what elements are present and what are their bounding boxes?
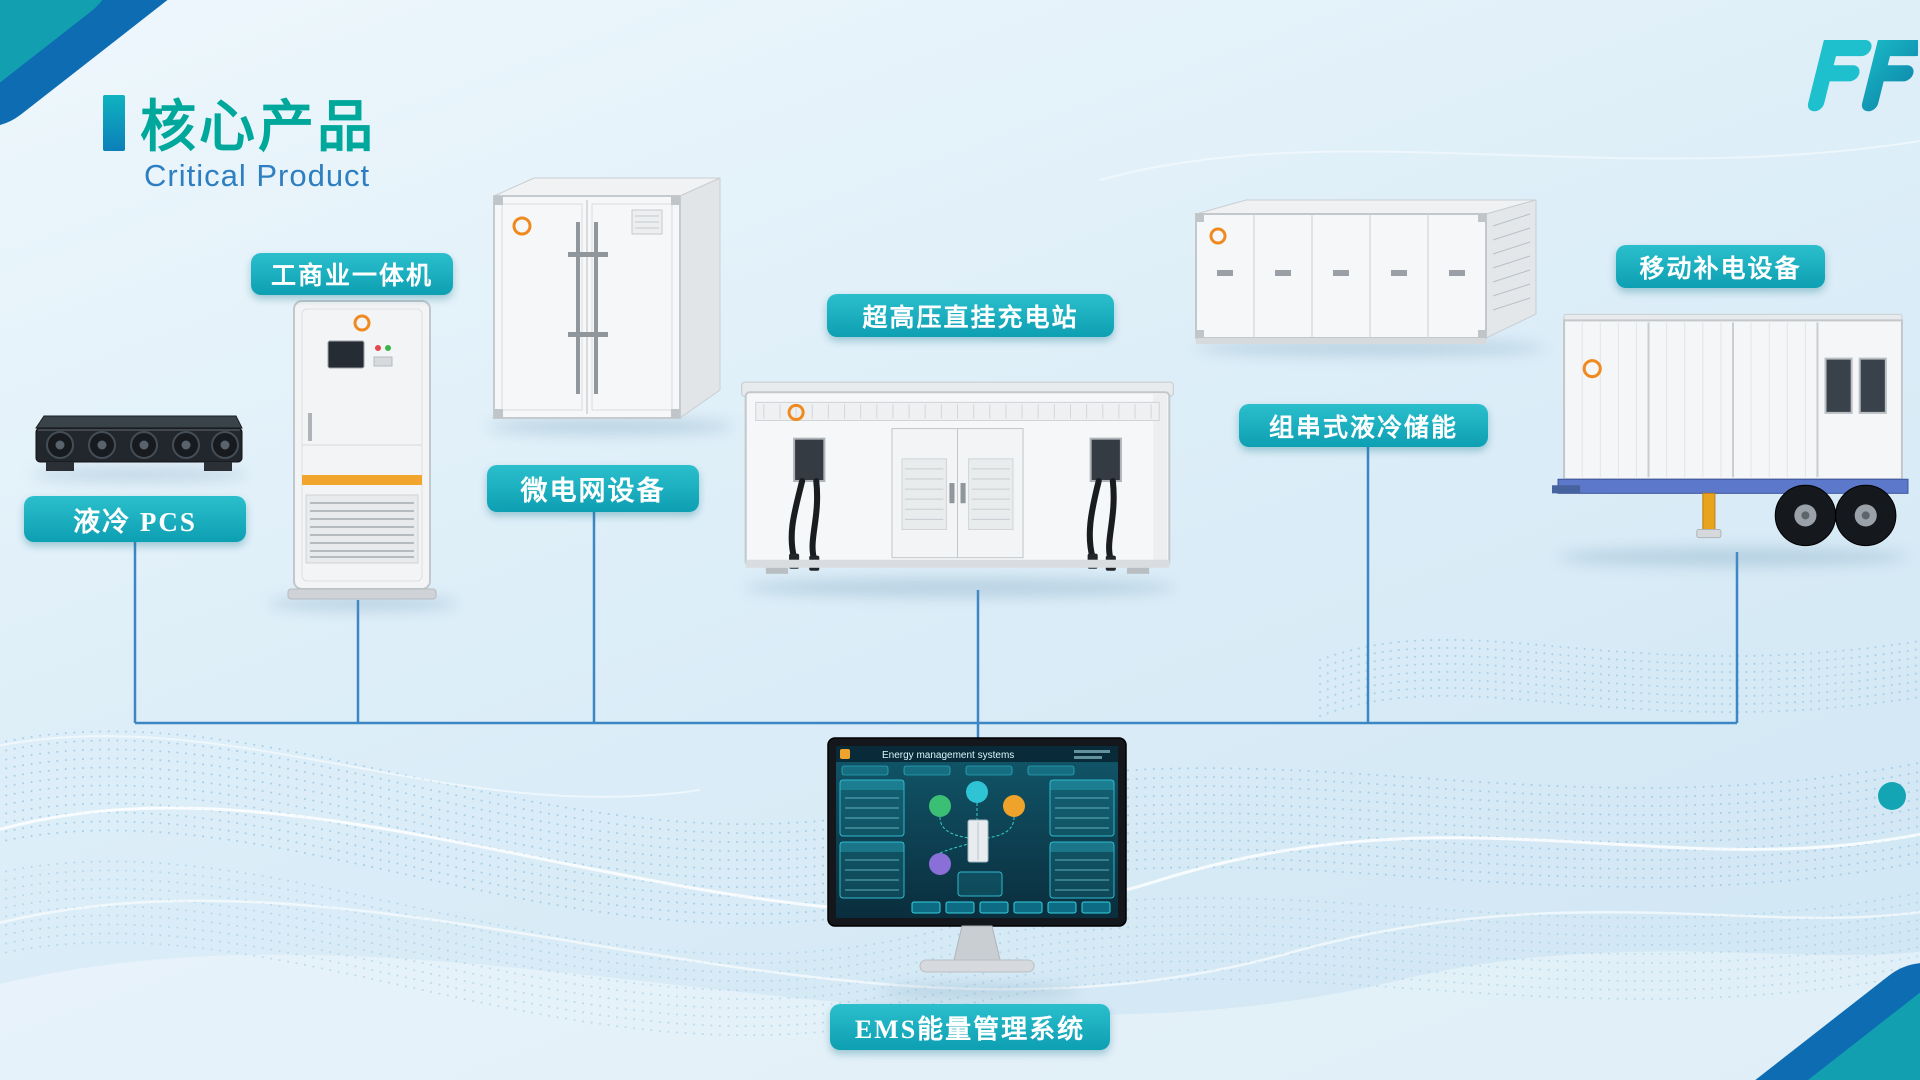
all-in-one-cabinet-illustration	[272, 292, 452, 604]
label-pcs: 液冷 PCS	[24, 496, 246, 542]
mobile-charging-trailer-illustration	[1552, 302, 1914, 564]
title-accent-bar	[103, 95, 125, 151]
brand-logo-icon	[1807, 40, 1918, 112]
label-all-in-one: 工商业一体机	[251, 253, 453, 295]
shadow-microgrid	[488, 418, 733, 435]
shadow-trailer	[1558, 548, 1908, 566]
charging-station-illustration	[735, 362, 1180, 594]
ems-screen-title: Energy management systems	[882, 750, 1014, 761]
page-subtitle: Critical Product	[144, 158, 371, 193]
shadow-cabinet	[268, 596, 458, 611]
ems-monitor-illustration: Energy management systems	[812, 735, 1142, 1007]
label-string-storage: 组串式液冷储能	[1239, 404, 1488, 447]
label-ems: EMS能量管理系统	[830, 1004, 1110, 1050]
label-mobile-charging: 移动补电设备	[1616, 245, 1825, 288]
page-title: 核心产品	[140, 95, 376, 158]
label-charging-station: 超高压直挂充电站	[827, 294, 1114, 337]
teal-dot-decoration	[1878, 782, 1906, 810]
pcs-illustration	[28, 400, 253, 485]
string-storage-illustration	[1188, 185, 1548, 367]
label-microgrid: 微电网设备	[487, 465, 699, 512]
microgrid-container-illustration	[482, 152, 732, 452]
shadow-pcs	[32, 468, 247, 481]
shadow-charging-station	[745, 578, 1175, 597]
